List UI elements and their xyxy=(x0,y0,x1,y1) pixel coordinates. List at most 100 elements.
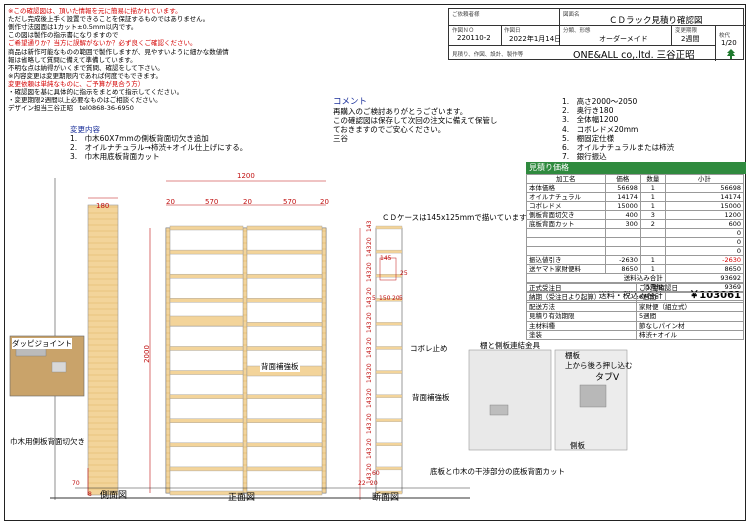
change-line: 3. 巾木用底板背面カット xyxy=(70,152,160,161)
dim-pitch: 20 xyxy=(366,337,373,346)
shelf-board xyxy=(169,490,244,496)
dim-section: 150 xyxy=(379,295,391,302)
sheet-label: 枚代 xyxy=(719,33,731,39)
dim-pitch: 143 xyxy=(366,371,373,384)
cd-case-label: ＣＤケースは145x125mmで描いています xyxy=(382,213,527,222)
section-view-label: 断面図 xyxy=(372,493,400,503)
note-line: ・変更期限2週間以上必要なものはご相談ください。 xyxy=(8,96,162,105)
dim-pitch: 143 xyxy=(366,396,373,409)
shelf-board xyxy=(169,466,244,472)
spec-value: 柿渋+オイル xyxy=(636,330,744,341)
section-shelf xyxy=(375,442,403,446)
note-line: ただし完成後上手く設置できることを保証するものではありません。 xyxy=(8,15,210,24)
shelf-label: 棚板 xyxy=(565,351,580,360)
dim-pitch: 143 xyxy=(366,346,373,358)
designer-label: 見積り、作図、設計、製作等 xyxy=(452,52,524,58)
side-view xyxy=(54,178,119,500)
dim-bottom: 70 xyxy=(72,480,80,487)
note-line: 変更依頼は単純なものに、ご予算が見合う方） xyxy=(8,79,145,88)
sheet: 1/20 xyxy=(721,39,737,47)
dim-pitch: 143 xyxy=(366,321,373,333)
company-name: ONE&ALL co,.ltd. 三谷正昭 xyxy=(573,50,695,61)
section-shelf xyxy=(375,490,403,495)
dim-front: 20 xyxy=(320,198,329,206)
shelf-board xyxy=(169,394,244,399)
section-shelf xyxy=(375,346,403,350)
spec-line: 2. 奥行き180 xyxy=(562,106,614,116)
date: 2022年1月14日 xyxy=(509,35,562,43)
note-line: ご希望通りか？当方に誤解がないか？必ず良くご確認ください。 xyxy=(8,39,197,48)
dim-pitch: 20 xyxy=(366,312,373,321)
shelf-board xyxy=(169,273,244,279)
dim-section: 5 xyxy=(399,295,403,302)
drawing-frame xyxy=(4,4,746,521)
order-no: 220110-2 xyxy=(457,34,491,42)
dim-pitch: 143 xyxy=(366,422,373,434)
shelf-board xyxy=(169,442,244,448)
comment-line: この確認図は保存して次回の注文に備えて保管し xyxy=(333,116,498,125)
drawing-name-label: 図面名 xyxy=(563,12,580,18)
section-shelf xyxy=(375,274,403,278)
spec-row: 塗装柿渋+オイル xyxy=(526,330,744,341)
front-view xyxy=(149,180,327,496)
dim-front: 20 xyxy=(243,198,252,206)
shelf-board xyxy=(246,466,323,472)
bracket-label: 棚と側板連結金具 xyxy=(480,341,540,350)
section-shelf xyxy=(375,249,403,254)
skirting-cut-label: 巾木用側板背面切欠き xyxy=(10,437,85,446)
customer-label: ご依頼者様 xyxy=(452,12,480,18)
shelf-board xyxy=(169,298,244,303)
period-label: 変更期限 xyxy=(675,28,698,34)
shelf-board xyxy=(169,225,244,231)
note-line: デザイン担当三谷正昭 tel0868-36-6950 xyxy=(8,104,134,113)
dim-pitch: 20 xyxy=(366,262,373,270)
period: 2週間 xyxy=(681,35,700,43)
note-line: 不明な点は納得がいくまで質問、確認をして下さい。 xyxy=(8,63,164,72)
comment-line: 三谷 xyxy=(333,134,348,143)
shelf-board xyxy=(246,346,323,351)
shelf-board xyxy=(169,249,244,255)
dim-section: 145 xyxy=(380,255,392,262)
section-shelf xyxy=(375,418,403,422)
spec-value: 家財便（組立式） xyxy=(636,301,744,313)
section-shelf xyxy=(375,225,403,230)
spec-line: 4. コボレドメ20mm xyxy=(562,124,639,134)
date-label: 作図日 xyxy=(504,28,521,34)
bottom-cut-label: 底板と巾木の干渉部分の底板背面カット xyxy=(430,467,565,476)
category: オーダーメイド xyxy=(599,35,648,43)
dim-bottom: 8 xyxy=(88,491,92,498)
side-board-label: 側板 xyxy=(570,441,585,450)
shelf-board xyxy=(246,249,323,255)
shelf-board xyxy=(246,442,323,448)
shelf-board xyxy=(246,490,323,496)
note-line: ※この確認図は、頂いた情報を元に簡易に描かれています。 xyxy=(8,7,182,15)
dim-pitch: 20 xyxy=(366,413,373,421)
price-title: 見積り価格 xyxy=(526,162,746,174)
logo-icon xyxy=(726,44,736,59)
section-shelf xyxy=(375,394,403,398)
dim-bottom: 60 xyxy=(372,470,380,477)
lip-label: コボレ止め xyxy=(410,344,448,353)
note-line: 報は省略して質問に備えて準備しています。 xyxy=(8,55,137,64)
shelf-board xyxy=(169,418,244,423)
side-view-label: 側面図 xyxy=(100,491,128,501)
shelf-board xyxy=(246,394,323,399)
section-shelf xyxy=(375,466,403,471)
note-line: ・確認図を基に具体的に指示をまとめて指示してください。 xyxy=(8,88,184,96)
comment-line: 再購入のご検討ありがとうございます。 xyxy=(333,107,468,116)
comment-title: コメント xyxy=(333,97,368,107)
section-shelf xyxy=(375,298,403,302)
shelf-sub-label: 上から後ろ押し込む xyxy=(565,361,633,370)
tab-label: タブV xyxy=(595,373,620,383)
shelf-board xyxy=(246,225,323,231)
dim-bottom: 22 xyxy=(358,480,366,487)
shelf-board xyxy=(246,322,323,327)
change-line: 2. オイルナチュラル→柿渋+オイル仕上げにする。 xyxy=(70,143,248,152)
shelf-board xyxy=(169,370,244,375)
dim-width: 1200 xyxy=(237,172,255,180)
dim-pitch: 143 xyxy=(366,245,373,258)
spec-line: 7. 銀行振込 xyxy=(562,152,607,162)
back-brace-label: 背面補強板 xyxy=(260,361,300,372)
